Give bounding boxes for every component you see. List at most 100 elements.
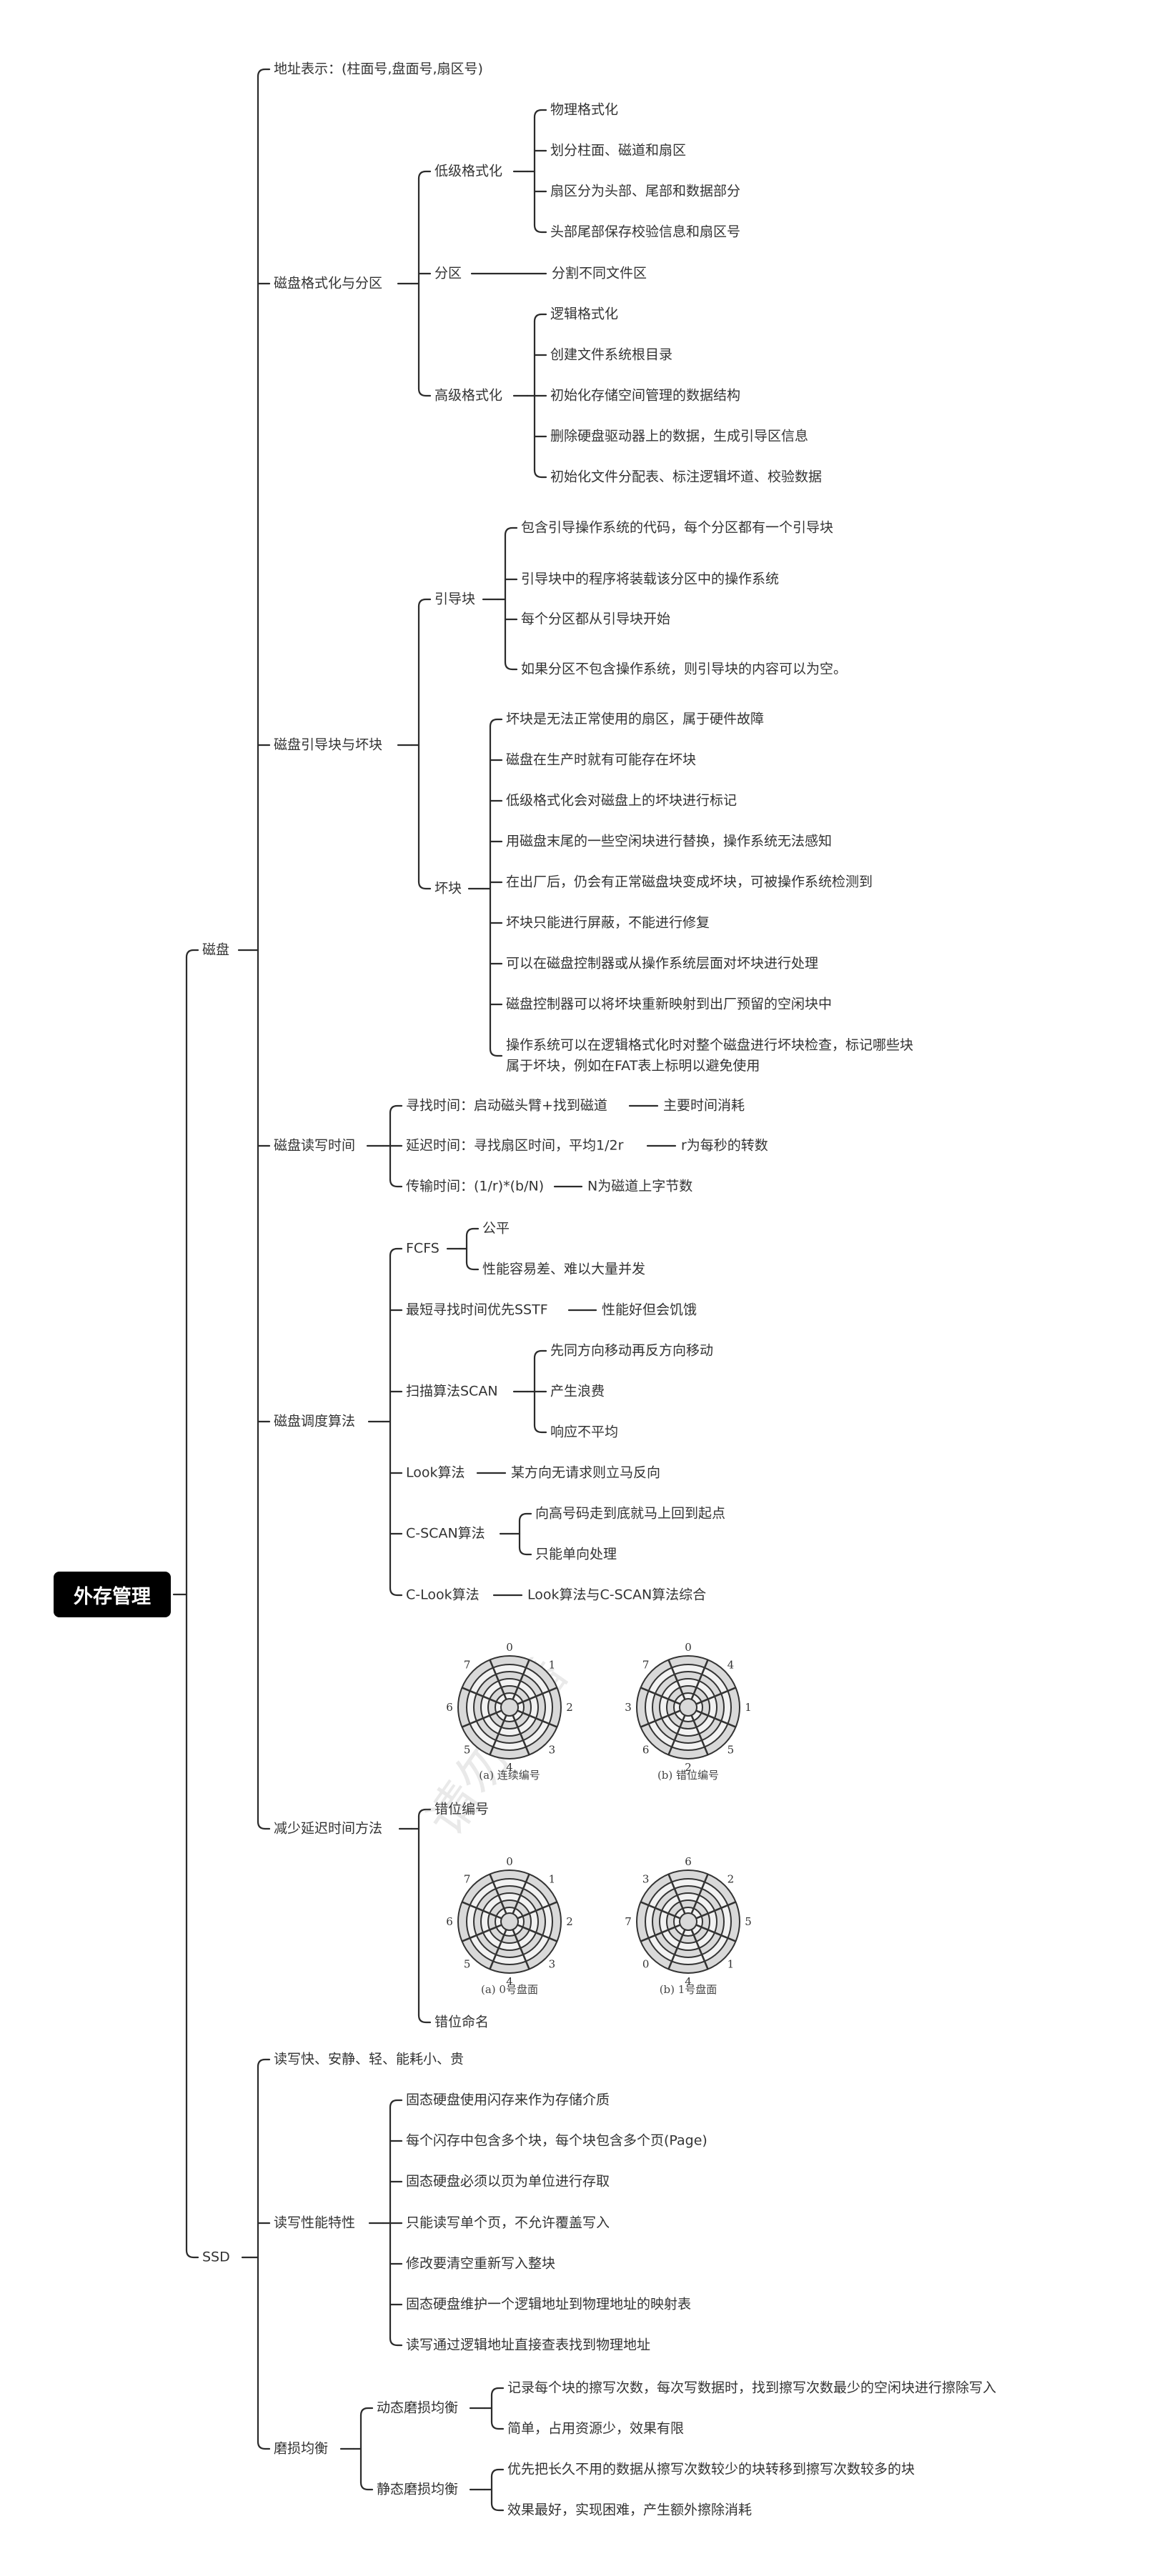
node-bd5[interactable]: 在出厂后，仍会有正常磁盘块变成坏块，可被操作系统检测到 bbox=[506, 874, 873, 890]
node-interleave[interactable]: 错位编号 bbox=[434, 1801, 490, 1817]
node-boot[interactable]: 磁盘引导块与坏块 bbox=[274, 737, 383, 753]
node-bd6[interactable]: 坏块只能进行屏蔽，不能进行修复 bbox=[506, 914, 710, 931]
node-sta2[interactable]: 效果最好，实现困难，产生额外擦除消耗 bbox=[507, 2502, 753, 2518]
node-scan1[interactable]: 先同方向移动再反方向移动 bbox=[550, 1342, 714, 1359]
node-rw3[interactable]: 固态硬盘必须以页为单位进行存取 bbox=[406, 2173, 610, 2190]
node-cscan[interactable]: C-SCAN算法 bbox=[406, 1525, 485, 1542]
node-dyn[interactable]: 动态磨损均衡 bbox=[377, 2400, 459, 2416]
node-bd1[interactable]: 坏块是无法正常使用的扇区，属于硬件故障 bbox=[506, 711, 765, 727]
connector-branch-rw1 bbox=[389, 2099, 403, 2109]
node-scan2[interactable]: 产生浪费 bbox=[550, 1383, 605, 1399]
node-hf2[interactable]: 创建文件系统根目录 bbox=[550, 346, 673, 363]
node-bb3[interactable]: 每个分区都从引导块开始 bbox=[521, 611, 671, 627]
node-cscan2[interactable]: 只能单向处理 bbox=[535, 1546, 617, 1562]
interleave-sector-label: 6 bbox=[446, 1701, 453, 1714]
node-scan3[interactable]: 响应不平均 bbox=[550, 1424, 619, 1440]
node-bootblk[interactable]: 引导块 bbox=[434, 591, 476, 607]
node-dyn2[interactable]: 简单，占用资源少，效果有限 bbox=[507, 2420, 685, 2437]
node-pt1[interactable]: 分割不同文件区 bbox=[552, 265, 647, 281]
node-bb2[interactable]: 引导块中的程序将装载该分区中的操作系统 bbox=[521, 571, 780, 587]
connector-branch-highfmt bbox=[417, 387, 432, 397]
node-hf5[interactable]: 初始化文件分配表、标注逻辑坏道、校验数据 bbox=[550, 469, 823, 485]
node-sstf[interactable]: 最短寻找时间优先SSTF bbox=[406, 1302, 548, 1318]
node-scan[interactable]: 扫描算法SCAN bbox=[406, 1383, 498, 1399]
node-rw4[interactable]: 只能读写单个页，不允许覆盖写入 bbox=[406, 2215, 610, 2231]
node-bb1[interactable]: 包含引导操作系统的代码，每个分区都有一个引导块 bbox=[521, 519, 834, 536]
node-hf3[interactable]: 初始化存储空间管理的数据结构 bbox=[550, 387, 741, 404]
root-node[interactable]: 外存管理 bbox=[54, 1572, 171, 1617]
node-sta1[interactable]: 优先把长久不用的数据从擦写次数较少的块转移到擦写次数较多的块 bbox=[507, 2461, 915, 2477]
node-lf3[interactable]: 扇区分为头部、尾部和数据部分 bbox=[550, 183, 741, 199]
node-badblk[interactable]: 坏块 bbox=[434, 880, 462, 897]
node-fcfs1[interactable]: 公平 bbox=[482, 1220, 510, 1237]
node-delay[interactable]: 减少延迟时间方法 bbox=[274, 1820, 383, 1837]
node-seek[interactable]: 寻找时间：启动磁头臂+找到磁道 bbox=[406, 1097, 607, 1114]
node-xfer1[interactable]: N为磁道上字节数 bbox=[587, 1178, 693, 1194]
node-rw6[interactable]: 固态硬盘维护一个逻辑地址到物理地址的映射表 bbox=[406, 2296, 692, 2312]
connector-branch-interleave bbox=[417, 1808, 432, 1818]
node-rw[interactable]: 磁盘读写时间 bbox=[274, 1137, 356, 1154]
node-ssdwear[interactable]: 磨损均衡 bbox=[274, 2440, 329, 2457]
interleave-sector-label: 7 bbox=[642, 1659, 650, 1672]
node-bd4[interactable]: 用磁盘末尾的一些空闲块进行替换，操作系统无法感知 bbox=[506, 833, 833, 849]
node-lat1[interactable]: r为每秒的转数 bbox=[681, 1137, 768, 1154]
node-fcfs2[interactable]: 性能容易差、难以大量并发 bbox=[482, 1261, 646, 1277]
node-ssd[interactable]: SSD bbox=[202, 2249, 230, 2265]
node-bb4[interactable]: 如果分区不包含操作系统，则引导块的内容可以为空。 bbox=[521, 661, 848, 677]
node-clook1[interactable]: Look算法与C-SCAN算法综合 bbox=[527, 1587, 707, 1603]
node-look1[interactable]: 某方向无请求则立马反向 bbox=[511, 1464, 661, 1481]
node-bd9[interactable]: 操作系统可以在逻辑格式化时对整个磁盘进行坏块检查，标记哪些块属于坏块，例如在FA… bbox=[506, 1037, 914, 1074]
node-highfmt[interactable]: 高级格式化 bbox=[434, 387, 503, 404]
node-fcfs[interactable]: FCFS bbox=[406, 1240, 440, 1257]
node-rw2[interactable]: 每个闪存中包含多个块，每个块包含多个页(Page) bbox=[406, 2132, 707, 2149]
stagger-sector-label: 4 bbox=[685, 1975, 692, 1988]
node-seek1[interactable]: 主要时间消耗 bbox=[663, 1097, 745, 1114]
node-xfer[interactable]: 传输时间：(1/r)*(b/N) bbox=[406, 1178, 545, 1194]
node-lf4[interactable]: 头部尾部保存校验信息和扇区号 bbox=[550, 224, 741, 240]
stagger-sector-label: 6 bbox=[685, 1855, 692, 1868]
connector-branch-bb1 bbox=[504, 526, 518, 536]
stagger-sector-label: 7 bbox=[625, 1915, 632, 1928]
node-hf4[interactable]: 删除硬盘驱动器上的数据，生成引导区信息 bbox=[550, 428, 809, 444]
node-lowfmt[interactable]: 低级格式化 bbox=[434, 163, 503, 179]
node-rw1[interactable]: 固态硬盘使用闪存来作为存储介质 bbox=[406, 2092, 610, 2108]
node-disk[interactable]: 磁盘 bbox=[202, 942, 230, 958]
node-clook[interactable]: C-Look算法 bbox=[406, 1587, 480, 1603]
node-lf1[interactable]: 物理格式化 bbox=[550, 101, 619, 118]
stagger-sector-label: 5 bbox=[745, 1915, 752, 1928]
node-ssd1[interactable]: 读写快、安静、轻、能耗小、贵 bbox=[274, 2051, 465, 2067]
node-hf1[interactable]: 逻辑格式化 bbox=[550, 306, 619, 322]
node-sta[interactable]: 静态磨损均衡 bbox=[377, 2481, 459, 2497]
node-cscan1[interactable]: 向高号码走到底就马上回到起点 bbox=[535, 1505, 726, 1522]
connector-branch-fcfs bbox=[389, 1247, 403, 1257]
connector-branch-hf5 bbox=[533, 469, 547, 479]
node-stagger[interactable]: 错位命名 bbox=[434, 2014, 490, 2030]
connector-branch-scan3 bbox=[533, 1424, 547, 1434]
node-bd3[interactable]: 低级格式化会对磁盘上的坏块进行标记 bbox=[506, 792, 738, 809]
stagger-sector-label: 2 bbox=[727, 1873, 735, 1886]
node-part[interactable]: 分区 bbox=[434, 265, 462, 281]
stagger-sector-label: 3 bbox=[642, 1873, 650, 1886]
interleave-sector-label: 4 bbox=[506, 1761, 513, 1774]
node-sched[interactable]: 磁盘调度算法 bbox=[274, 1413, 356, 1429]
node-bd8[interactable]: 磁盘控制器可以将坏块重新映射到出厂预留的空闲块中 bbox=[506, 996, 833, 1012]
connector-branch-bb4 bbox=[504, 661, 518, 671]
interleave-sector-label: 0 bbox=[685, 1641, 692, 1654]
connector-branch-bootblk bbox=[417, 598, 432, 608]
node-bd7[interactable]: 可以在磁盘控制器或从操作系统层面对坏块进行处理 bbox=[506, 955, 819, 972]
connector-branch-lf4 bbox=[533, 224, 547, 234]
node-ssdrw[interactable]: 读写性能特性 bbox=[274, 2215, 356, 2231]
node-dyn1[interactable]: 记录每个块的擦写次数，每次写数据时，找到擦写次数最少的空闲块进行擦除写入 bbox=[507, 2380, 997, 2396]
interleave-sector-label: 7 bbox=[464, 1659, 471, 1672]
node-look[interactable]: Look算法 bbox=[406, 1464, 465, 1481]
node-addr[interactable]: 地址表示：(柱面号,盘面号,扇区号) bbox=[274, 61, 483, 77]
node-rw7[interactable]: 读写通过逻辑地址直接查表找到物理地址 bbox=[406, 2337, 651, 2353]
node-lat[interactable]: 延迟时间：寻找扇区时间，平均1/2r bbox=[406, 1137, 624, 1154]
node-bd2[interactable]: 磁盘在生产时就有可能存在坏块 bbox=[506, 752, 697, 768]
node-fmt[interactable]: 磁盘格式化与分区 bbox=[274, 275, 383, 291]
node-rw5[interactable]: 修改要清空重新写入整块 bbox=[406, 2255, 556, 2272]
node-lf2[interactable]: 划分柱面、磁道和扇区 bbox=[550, 142, 687, 159]
node-sstf1[interactable]: 性能好但会饥饿 bbox=[602, 1302, 697, 1318]
